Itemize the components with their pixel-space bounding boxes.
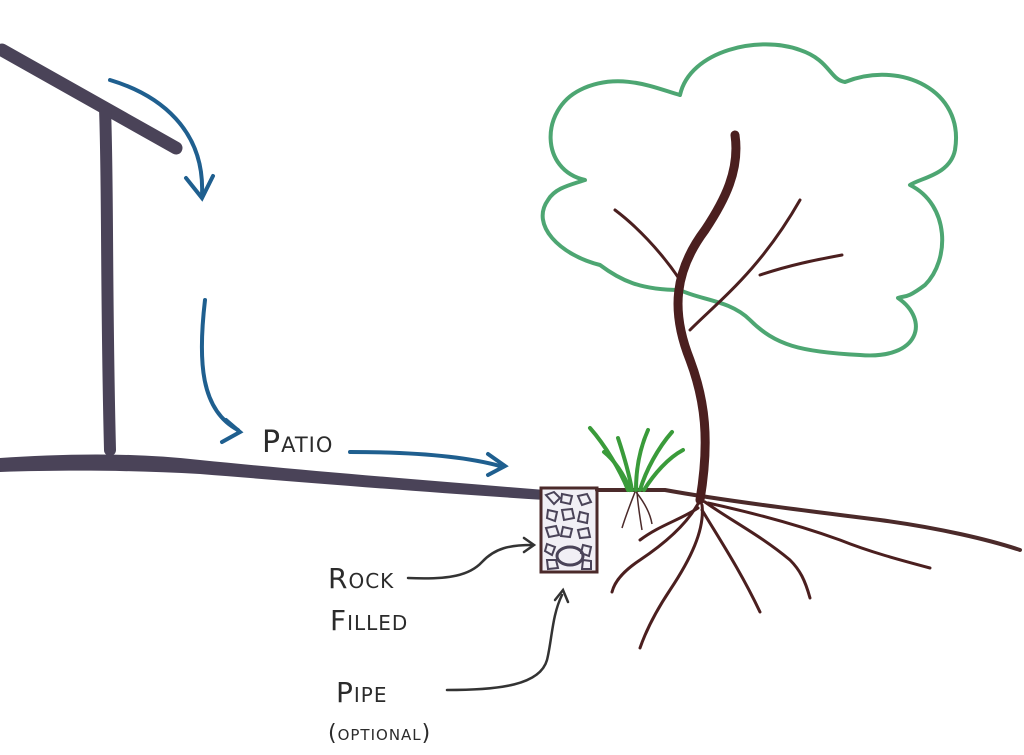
- pipe-label-line1: Pipe: [336, 676, 387, 709]
- patio-label: Patio: [262, 425, 333, 460]
- rock-pointer-head: [522, 536, 537, 554]
- downpour-arrowhead: [220, 418, 244, 444]
- trench-rocks: [543, 490, 593, 571]
- patio-flow-arrowhead: [486, 452, 509, 477]
- rock-label-line2: Filled: [330, 604, 408, 637]
- patio-slab: [0, 454, 545, 500]
- rock-pointer: [406, 543, 534, 580]
- tree-roots: [610, 498, 932, 650]
- downpour-arrow: [199, 298, 240, 432]
- grass-roots: [621, 491, 653, 531]
- tree-canopy: [540, 42, 959, 358]
- branch-right: [688, 198, 802, 332]
- grass-tuft: [588, 426, 685, 492]
- roof-runoff-arrow: [108, 78, 205, 197]
- tree-trunk: [613, 130, 844, 505]
- pipe-label-line2: (optional): [328, 721, 431, 746]
- roof-runoff-arrowhead: [184, 174, 215, 202]
- pipe-pointer-head: [553, 587, 570, 604]
- rock-label-line1: Rock: [328, 562, 394, 595]
- pointer-lines: [406, 536, 570, 692]
- branch-left: [613, 208, 682, 282]
- patio-flow-arrow: [348, 450, 502, 468]
- branch-right-twig: [758, 253, 844, 277]
- trunk-main: [673, 130, 741, 505]
- pipe-pointer: [445, 593, 564, 692]
- wall-post: [99, 102, 116, 456]
- roof-line: [0, 43, 183, 155]
- house-structure: [0, 43, 183, 456]
- drain-pipe: [555, 545, 585, 567]
- rock-trench: [539, 486, 599, 574]
- ground-line: [595, 488, 1022, 552]
- water-flow-arrows: [108, 78, 509, 477]
